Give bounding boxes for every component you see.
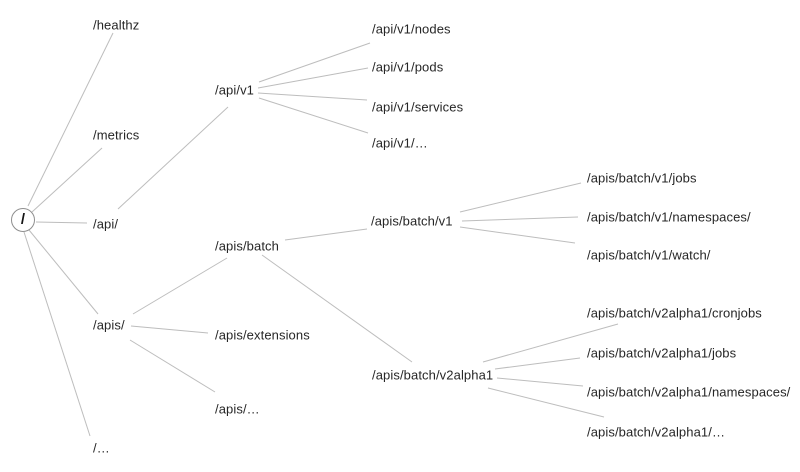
edge-api-v1-to-api-v1-nodes [258, 42, 371, 83]
edge-apis-to-apis-extensions [130, 325, 209, 334]
edge-apis-to-apis-more [129, 339, 216, 393]
edge-api-v1-to-api-v1-more [258, 97, 369, 134]
node-api: /api/ [93, 216, 119, 232]
edge-api-v1-to-api-v1-services [257, 92, 368, 101]
edge-batch-v1-to-batch-v1-namespaces [461, 216, 579, 222]
edge-batch-v2alpha1-to-v2alpha1-namespaces [496, 377, 584, 387]
root-node: / [11, 208, 35, 232]
edge-apis-batch-to-batch-v1 [284, 228, 368, 241]
edge-batch-v2alpha1-to-v2alpha1-jobs [494, 357, 581, 370]
node-batch-v1: /apis/batch/v1 [371, 213, 453, 229]
node-v2alpha1-more: /apis/batch/v2alpha1/… [587, 424, 726, 440]
node-batch-v1-namespaces: /apis/batch/v1/namespaces/ [587, 209, 751, 225]
edge-batch-v2alpha1-to-v2alpha1-cronjobs [482, 323, 619, 363]
node-batch-v2alpha1: /apis/batch/v2alpha1 [372, 367, 494, 383]
node-api-v1-pods: /api/v1/pods [372, 59, 444, 75]
node-v2alpha1-jobs: /apis/batch/v2alpha1/jobs [587, 345, 737, 361]
node-healthz: /healthz [93, 17, 140, 33]
node-batch-v1-watch: /apis/batch/v1/watch/ [587, 247, 711, 263]
node-api-v1-services: /api/v1/services [372, 99, 464, 115]
node-v2alpha1-namespaces: /apis/batch/v2alpha1/namespaces/ [587, 384, 791, 400]
node-api-v1-more: /api/v1/… [372, 135, 428, 151]
node-apis-extensions: /apis/extensions [215, 327, 310, 343]
node-apis: /apis/ [93, 317, 125, 333]
edge-root-to-api [35, 221, 88, 224]
edge-batch-v1-to-batch-v1-jobs [459, 182, 582, 213]
edge-root-to-root-more [23, 231, 91, 437]
node-apis-batch: /apis/batch [215, 238, 279, 254]
node-api-v1-nodes: /api/v1/nodes [372, 21, 451, 37]
node-apis-more: /apis/… [215, 401, 260, 417]
node-root-more: /… [93, 440, 110, 456]
edge-batch-v1-to-batch-v1-watch [459, 226, 576, 244]
root-slash-label: / [20, 210, 26, 228]
edge-root-to-apis [28, 229, 99, 315]
edge-root-to-metrics [31, 147, 103, 213]
node-batch-v1-jobs: /apis/batch/v1/jobs [587, 170, 697, 186]
edge-api-to-api-v1 [117, 106, 229, 210]
edge-apis-batch-to-batch-v2alpha1 [261, 254, 413, 363]
node-v2alpha1-cronjobs: /apis/batch/v2alpha1/cronjobs [587, 305, 762, 321]
edge-apis-to-apis-batch [132, 257, 228, 315]
edge-api-v1-to-api-v1-pods [257, 67, 369, 89]
edge-root-to-healthz [27, 32, 114, 207]
edge-batch-v2alpha1-to-v2alpha1-more [487, 387, 605, 418]
node-metrics: /metrics [93, 127, 140, 143]
node-api-v1: /api/v1 [215, 82, 255, 98]
